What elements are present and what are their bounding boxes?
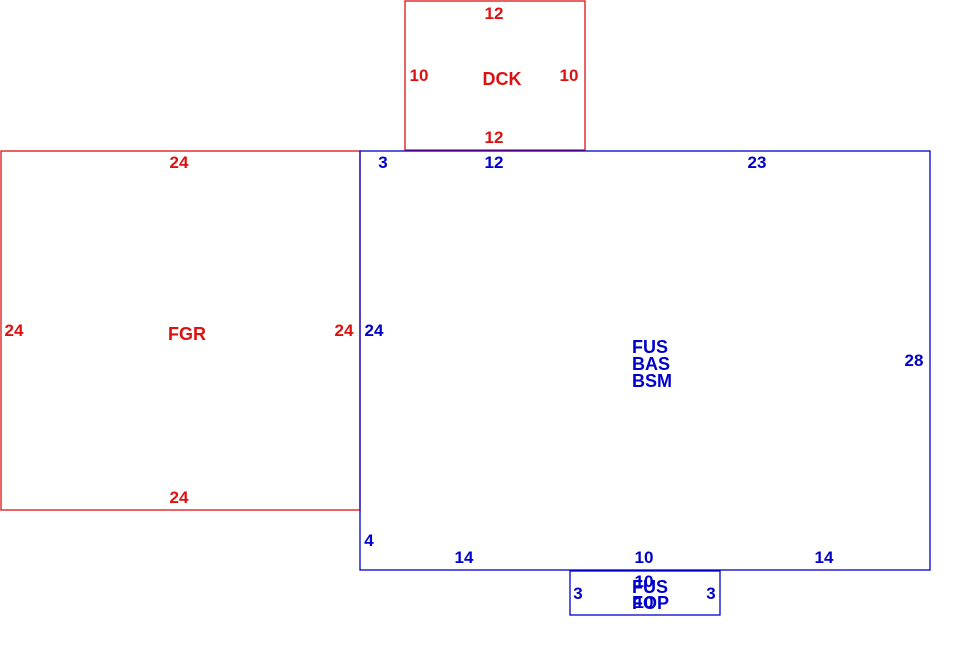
deck-label: DCK <box>483 69 522 89</box>
porch-outline <box>569 570 721 616</box>
porch-label-fus: FUS <box>632 577 668 597</box>
deck-dim-top: 12 <box>485 4 504 23</box>
main-house-area: 3 12 23 24 FUS BAS BSM 28 4 14 10 14 <box>359 150 931 571</box>
garage-dim-bottom: 24 <box>170 488 189 507</box>
main-dim-right: 28 <box>905 351 924 370</box>
garage-area: 24 24 FGR 24 24 <box>0 150 361 511</box>
deck-dim-bottom: 12 <box>485 128 504 147</box>
porch-dim-left: 3 <box>573 584 582 603</box>
porch-area: 10 FUS 10 FOP 3 3 <box>569 570 721 616</box>
deck-dim-left: 10 <box>410 66 429 85</box>
main-label-bsm: BSM <box>632 371 672 391</box>
main-dim-top-a: 3 <box>378 153 387 172</box>
main-dim-top-b: 12 <box>485 153 504 172</box>
main-dim-left-lower: 4 <box>364 531 374 550</box>
main-dim-bottom-c: 14 <box>815 548 834 567</box>
main-dim-left: 24 <box>365 321 384 340</box>
porch-dim-top: 10 <box>635 572 654 591</box>
garage-label: FGR <box>168 324 206 344</box>
porch-dim-inner: 10 <box>635 593 654 612</box>
porch-label-fop: FOP <box>632 593 669 613</box>
garage-dim-top: 24 <box>170 153 189 172</box>
garage-dim-left: 24 <box>5 321 24 340</box>
deck-area: 12 10 DCK 10 12 <box>404 0 586 151</box>
deck-outline <box>404 0 586 151</box>
porch-dim-right: 3 <box>706 584 715 603</box>
main-dim-top-c: 23 <box>748 153 767 172</box>
garage-dim-right: 24 <box>335 321 354 340</box>
main-dim-bottom-a: 14 <box>455 548 474 567</box>
main-label-fus: FUS <box>632 337 668 357</box>
main-dim-bottom-b: 10 <box>635 548 654 567</box>
main-house-outline <box>359 150 931 571</box>
main-label-bas: BAS <box>632 354 670 374</box>
deck-dim-right: 10 <box>560 66 579 85</box>
